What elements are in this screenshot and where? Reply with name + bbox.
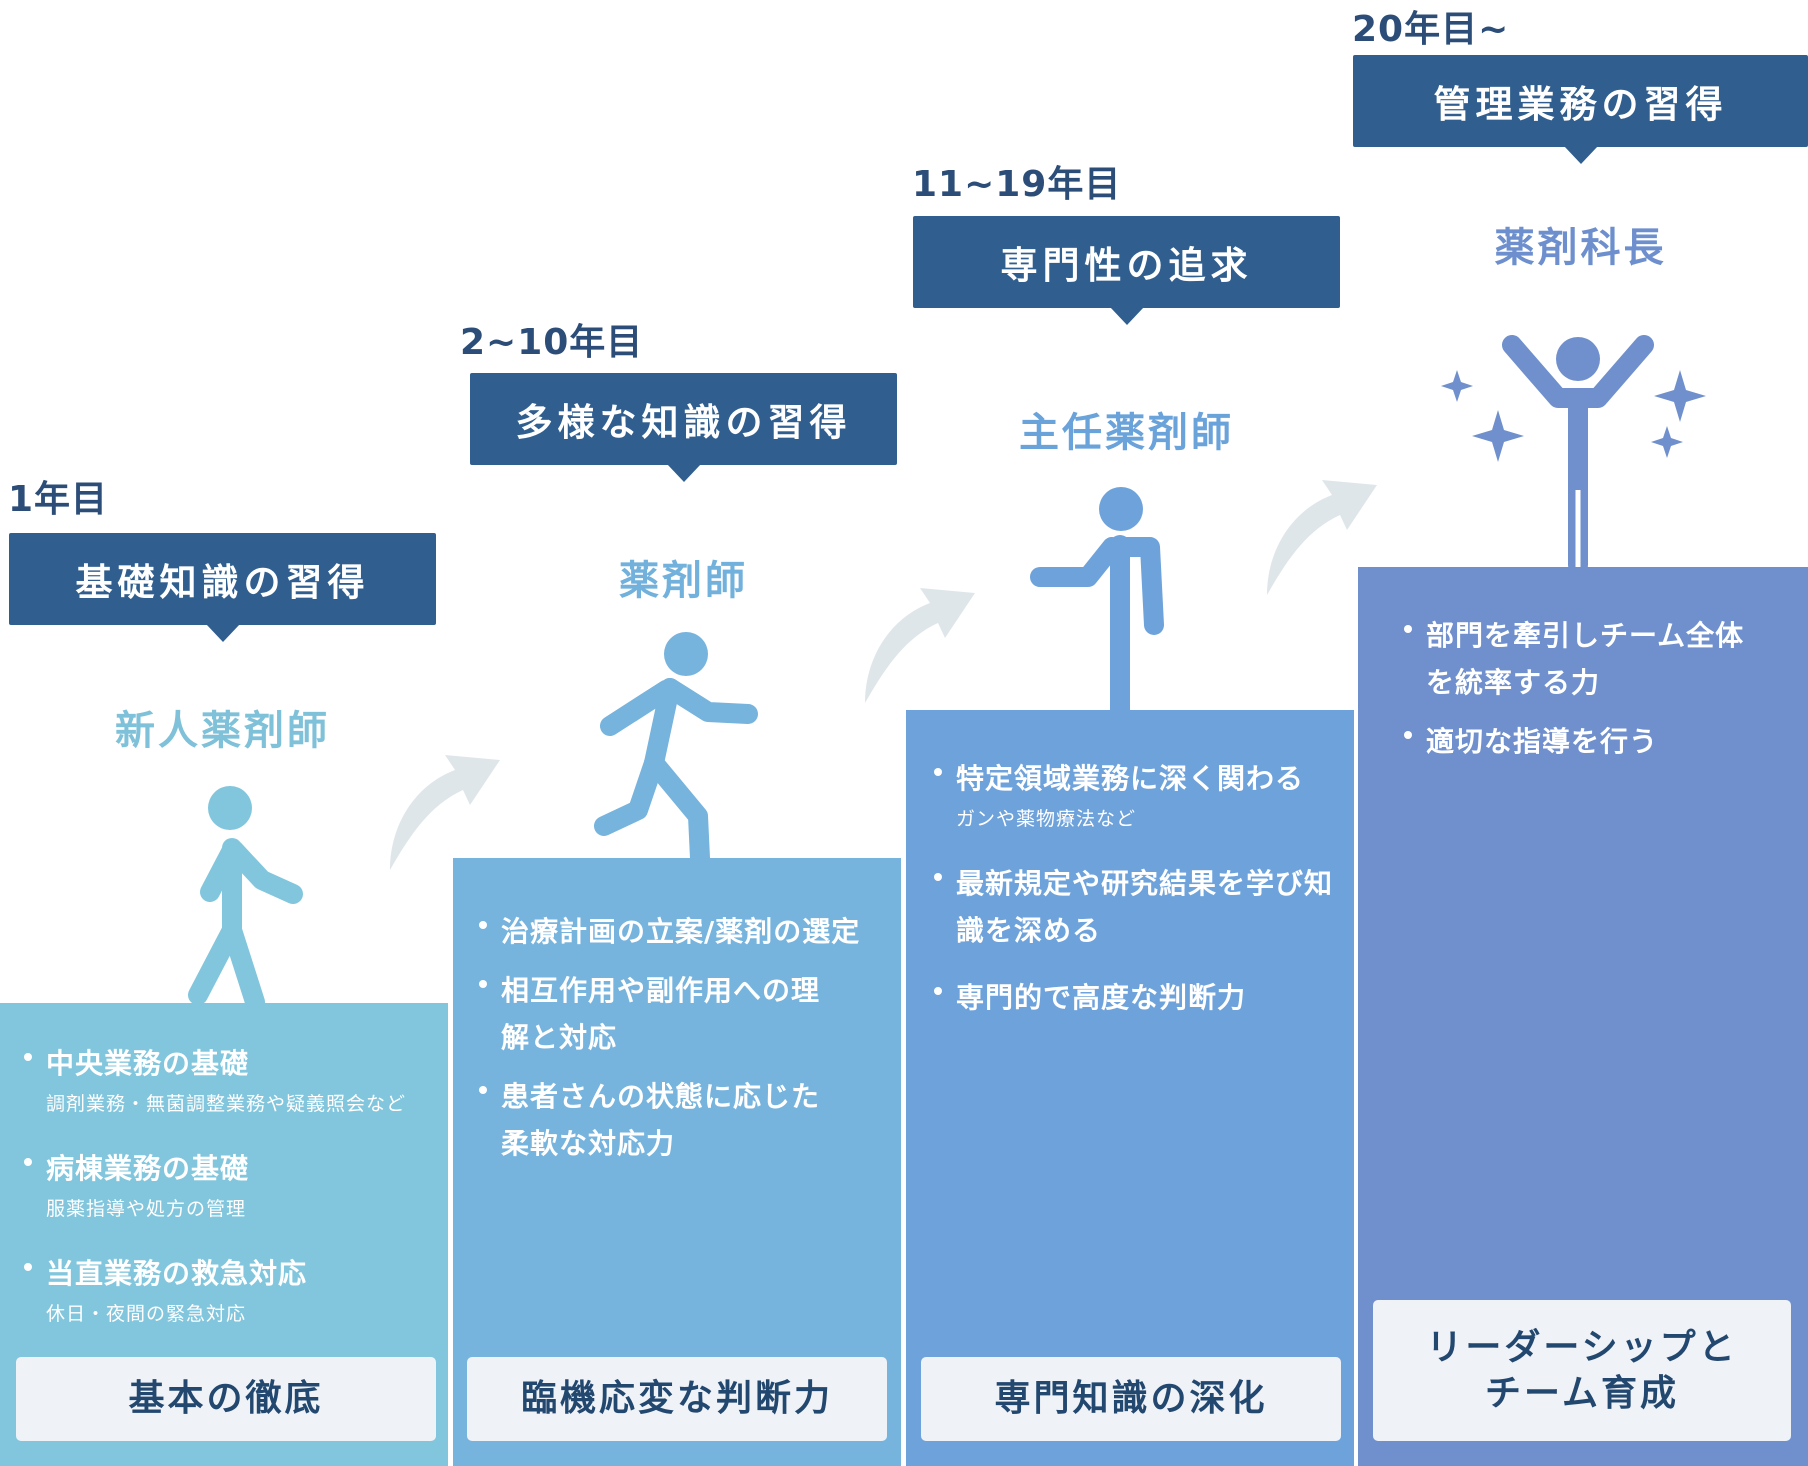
arrow-up-right-icon [865,588,975,703]
list-item: 患者さんの状態に応じた柔軟な対応力 [477,1073,895,1167]
stage-4-role: 薬剤科長 [1494,225,1667,271]
list-item: 最新規定や研究結果を学び知識を深める [932,860,1342,954]
stage-3-banner: 専門性の追求 [913,216,1340,325]
list-item: 特定領域業務に深く関わるガンや薬物療法など [932,755,1342,834]
stage-1-banner: 基礎知識の習得 [9,533,436,642]
arrow-up-right-icon [390,755,500,870]
stage-1-footer: 基本の徹底 [16,1357,436,1441]
stage-3-footer: 専門知識の深化 [921,1357,1341,1441]
sparkle-icon [1472,410,1524,462]
list-item: 適切な指導を行う [1402,718,1802,765]
list-item: 病棟業務の基礎服薬指導や処方の管理 [22,1145,442,1224]
sparkle-icon [1651,426,1683,458]
stage-3-year: 11~19年目 [912,164,1122,205]
celebrating-person-icon [1441,335,1706,570]
pointing-person-icon [1030,487,1164,710]
stage-3-role: 主任薬剤師 [1019,410,1234,456]
stage-2-role: 薬剤師 [619,558,748,604]
list-item: 相互作用や副作用への理解と対応 [477,967,895,1061]
stage-4-footer: リーダーシップとチーム育成 [1373,1300,1791,1441]
list-item: 専門的で高度な判断力 [932,974,1342,1021]
stage-1-list: 中央業務の基礎調剤業務・無菌調整業務や疑義照会など 病棟業務の基礎服薬指導や処方… [22,1040,442,1355]
stage-2-year: 2~10年目 [460,322,644,363]
stage-1-role: 新人薬剤師 [115,708,330,754]
list-item: 中央業務の基礎調剤業務・無菌調整業務や疑義照会など [22,1040,442,1119]
sparkle-icon [1441,370,1473,402]
stage-3-list: 特定領域業務に深く関わるガンや薬物療法など 最新規定や研究結果を学び知識を深める… [932,755,1342,1047]
stage-2-banner: 多様な知識の習得 [470,373,897,482]
stage-4-year: 20年目~ [1352,9,1510,50]
list-item: 部門を牽引しチーム全体を統率する力 [1402,612,1802,706]
stage-3-step [906,710,1354,1466]
running-person-icon [594,632,758,863]
walking-person-icon [188,786,303,1005]
stage-4-banner: 管理業務の習得 [1353,55,1808,164]
stage-2-footer: 臨機応変な判断力 [467,1357,887,1441]
list-item: 治療計画の立案/薬剤の選定 [477,908,895,955]
stage-1-year: 1年目 [8,479,109,520]
stage-2-list: 治療計画の立案/薬剤の選定 相互作用や副作用への理解と対応 患者さんの状態に応じ… [477,908,895,1193]
list-item: 当直業務の救急対応休日・夜間の緊急対応 [22,1250,442,1329]
stage-4-list: 部門を牽引しチーム全体を統率する力 適切な指導を行う [1402,612,1802,791]
arrow-up-right-icon [1267,480,1377,595]
sparkle-icon [1654,370,1706,422]
